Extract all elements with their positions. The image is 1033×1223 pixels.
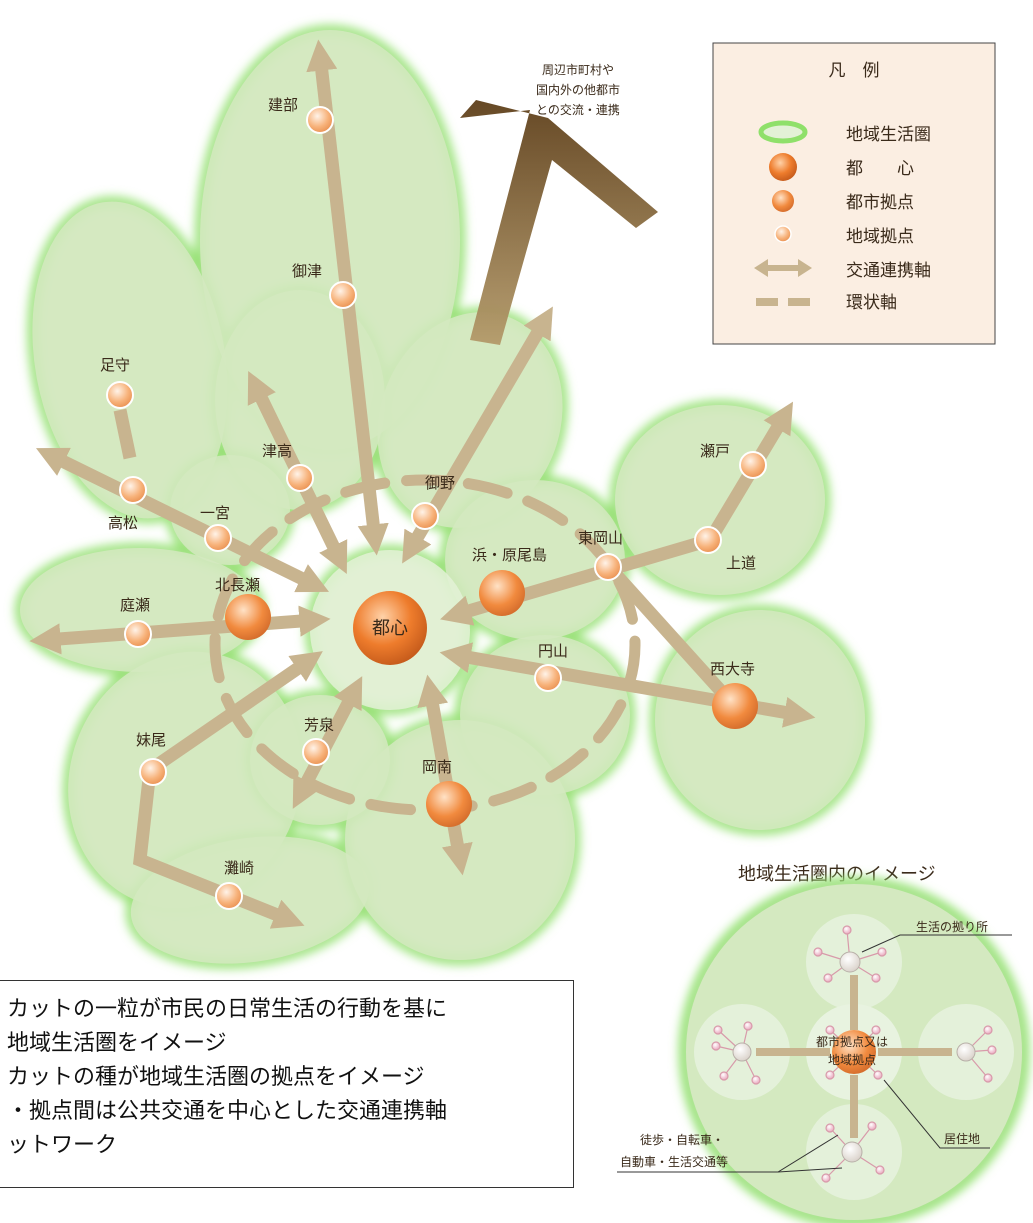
label-nadasaki: 灘崎 (224, 859, 254, 877)
legend-title: 凡 例 (829, 61, 880, 81)
note-line-5: ットワーク (7, 1133, 118, 1158)
legend-item-local-hub: 地域拠点 (846, 227, 914, 247)
inset-center-hub (832, 1030, 876, 1074)
label-higashiokayama: 東岡山 (578, 529, 623, 547)
legend-swatch-center (769, 153, 797, 181)
local-hub-ashimori (106, 381, 134, 409)
label-joto: 上道 (726, 554, 756, 572)
city-hub-kitanagase (225, 594, 271, 640)
local-hub-niwase (124, 620, 152, 648)
label-niwase: 庭瀬 (120, 596, 150, 614)
label-city-center: 都心 (372, 618, 408, 639)
local-hub-takamatsu (119, 476, 147, 504)
local-hub-mitsu (329, 281, 357, 309)
label-saidaiji: 西大寺 (710, 660, 755, 678)
local-hub-sekiho (302, 738, 330, 766)
local-hub-mino (411, 502, 439, 530)
inset-title: 地域生活圏内のイメージ (738, 864, 936, 885)
inset-transport-line-1: 徒歩・自転車・ (640, 1132, 724, 1147)
local-hub-maruyama (534, 664, 562, 692)
label-seto: 瀬戸 (700, 442, 730, 460)
label-konan: 岡南 (422, 758, 452, 776)
inset-hubs (732, 951, 976, 1163)
inset-center-line-1: 都市拠点又は (816, 1034, 888, 1049)
inset: 地域生活圏内のイメージ (617, 864, 1029, 1223)
legend-item-center: 都 心 (846, 159, 914, 179)
local-hub-seno (139, 758, 167, 786)
label-tsudaka: 津高 (262, 442, 292, 460)
legend: 凡 例 地域生活圏 都 心 都市拠点 地域拠点 交通連携軸 環状軸 (712, 42, 996, 345)
local-hub-kenbu (306, 106, 334, 134)
label-seno: 妹尾 (136, 731, 166, 749)
note-line-4: ・拠点間は公共交通を中心とした交通連携軸 (7, 1099, 448, 1124)
local-hub-seto (739, 451, 767, 479)
label-kenbu: 建部 (268, 96, 298, 114)
legend-item-city-hub: 都市拠点 (846, 193, 914, 213)
legend-item-ring-axis: 環状軸 (846, 293, 897, 313)
label-kitanagase: 北長瀬 (215, 576, 260, 594)
label-ashimori: 足守 (100, 356, 130, 374)
legend-item-transport-axis: 交通連携軸 (846, 261, 931, 281)
legend-item-zone: 地域生活圏 (846, 125, 931, 145)
ext-note-line-3: との交流・連携 (536, 102, 620, 117)
inset-callouts (617, 934, 1012, 1173)
city-center (353, 591, 427, 665)
label-takamatsu: 高松 (108, 514, 138, 532)
legend-swatch-city-hub (772, 190, 794, 212)
legend-swatch-local-hub (774, 225, 792, 243)
local-hub-joto (694, 526, 722, 554)
external-link: 周辺市町村や 国内外の他都市 との交流・連携 (460, 62, 658, 345)
city-hub-hama (479, 570, 525, 616)
note-line-1: カットの一粒が市民の日常生活の行動を基に (7, 997, 448, 1022)
note-line-2: 地域生活圏をイメージ (7, 1031, 227, 1056)
legend-swatch-transport-axis (754, 259, 812, 277)
inset-axes (756, 975, 952, 1138)
label-mino: 御野 (425, 474, 455, 492)
explanation-box: カットの一粒が市民の日常生活の行動を基に 地域生活圏をイメージ カットの種が地域… (0, 980, 574, 1188)
ext-note-line-2: 国内外の他都市 (536, 82, 620, 97)
label-hama: 浜・原尾島 (472, 546, 547, 564)
local-hub-ichinomiya (204, 524, 232, 552)
inset-center-line-2: 地域拠点 (828, 1053, 876, 1067)
city-hub-saidaiji (712, 683, 758, 729)
label-sekiho: 芳泉 (304, 716, 334, 734)
nodes: 建部 御津 足守 高松 一宮 津高 御野 北長瀬 庭瀬 都心 浜・原尾島 東岡山… (100, 96, 767, 910)
ext-note-line-1: 周辺市町村や (542, 62, 614, 77)
local-hub-tsudaka (286, 464, 314, 492)
label-ichinomiya: 一宮 (200, 504, 230, 522)
note-line-3: カットの種が地域生活圏の拠点をイメージ (7, 1065, 425, 1090)
local-hub-nadasaki (215, 882, 243, 910)
inset-residences (711, 925, 997, 1183)
inset-residence-label: 居住地 (944, 1132, 980, 1146)
legend-box (712, 42, 996, 345)
inset-transport-line-2: 自動車・生活交通等 (620, 1154, 728, 1169)
label-maruyama: 円山 (538, 642, 568, 660)
legend-swatch-zone (758, 120, 808, 144)
inset-hub-label: 生活の拠り所 (916, 920, 988, 934)
label-mitsu: 御津 (292, 262, 322, 280)
local-hub-higashiokayama (594, 553, 622, 581)
city-hub-konan (426, 781, 472, 827)
